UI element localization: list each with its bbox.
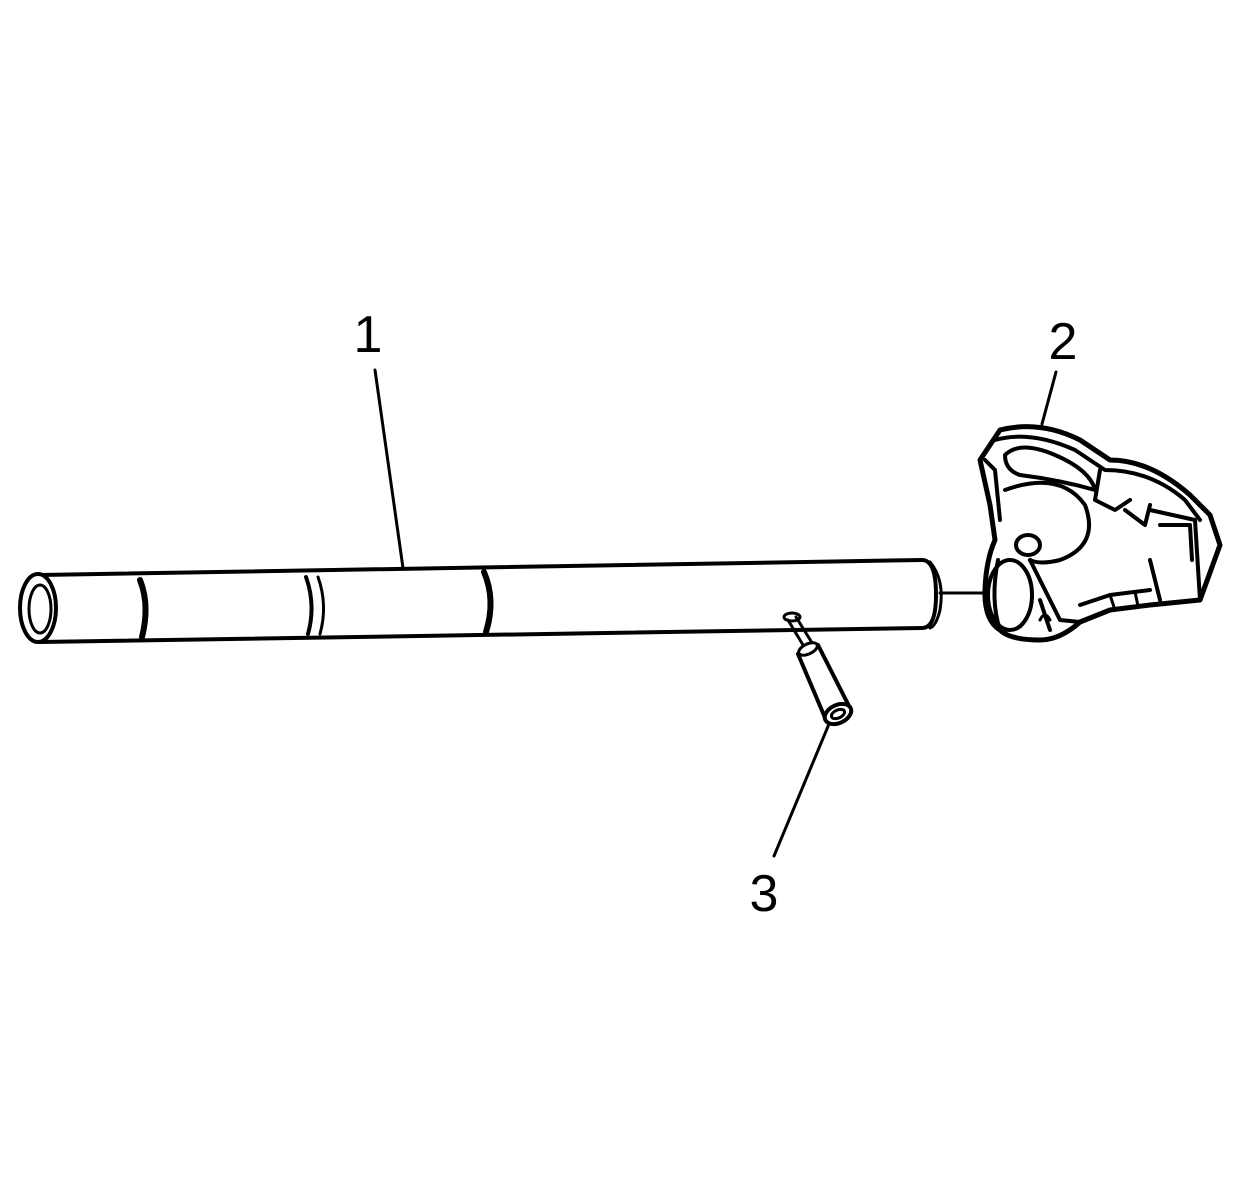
shift-block-part-2 [977, 424, 1223, 643]
callout-number-3: 3 [750, 865, 779, 923]
shaft-part-1 [18, 558, 943, 644]
callout-number-1: 1 [354, 306, 383, 364]
callout-number-2: 2 [1049, 313, 1078, 371]
leader-line-3 [772, 722, 831, 858]
leader-line-1 [373, 368, 405, 570]
roll-pin-part-3 [786, 615, 854, 727]
leader-line-2 [1040, 370, 1058, 426]
